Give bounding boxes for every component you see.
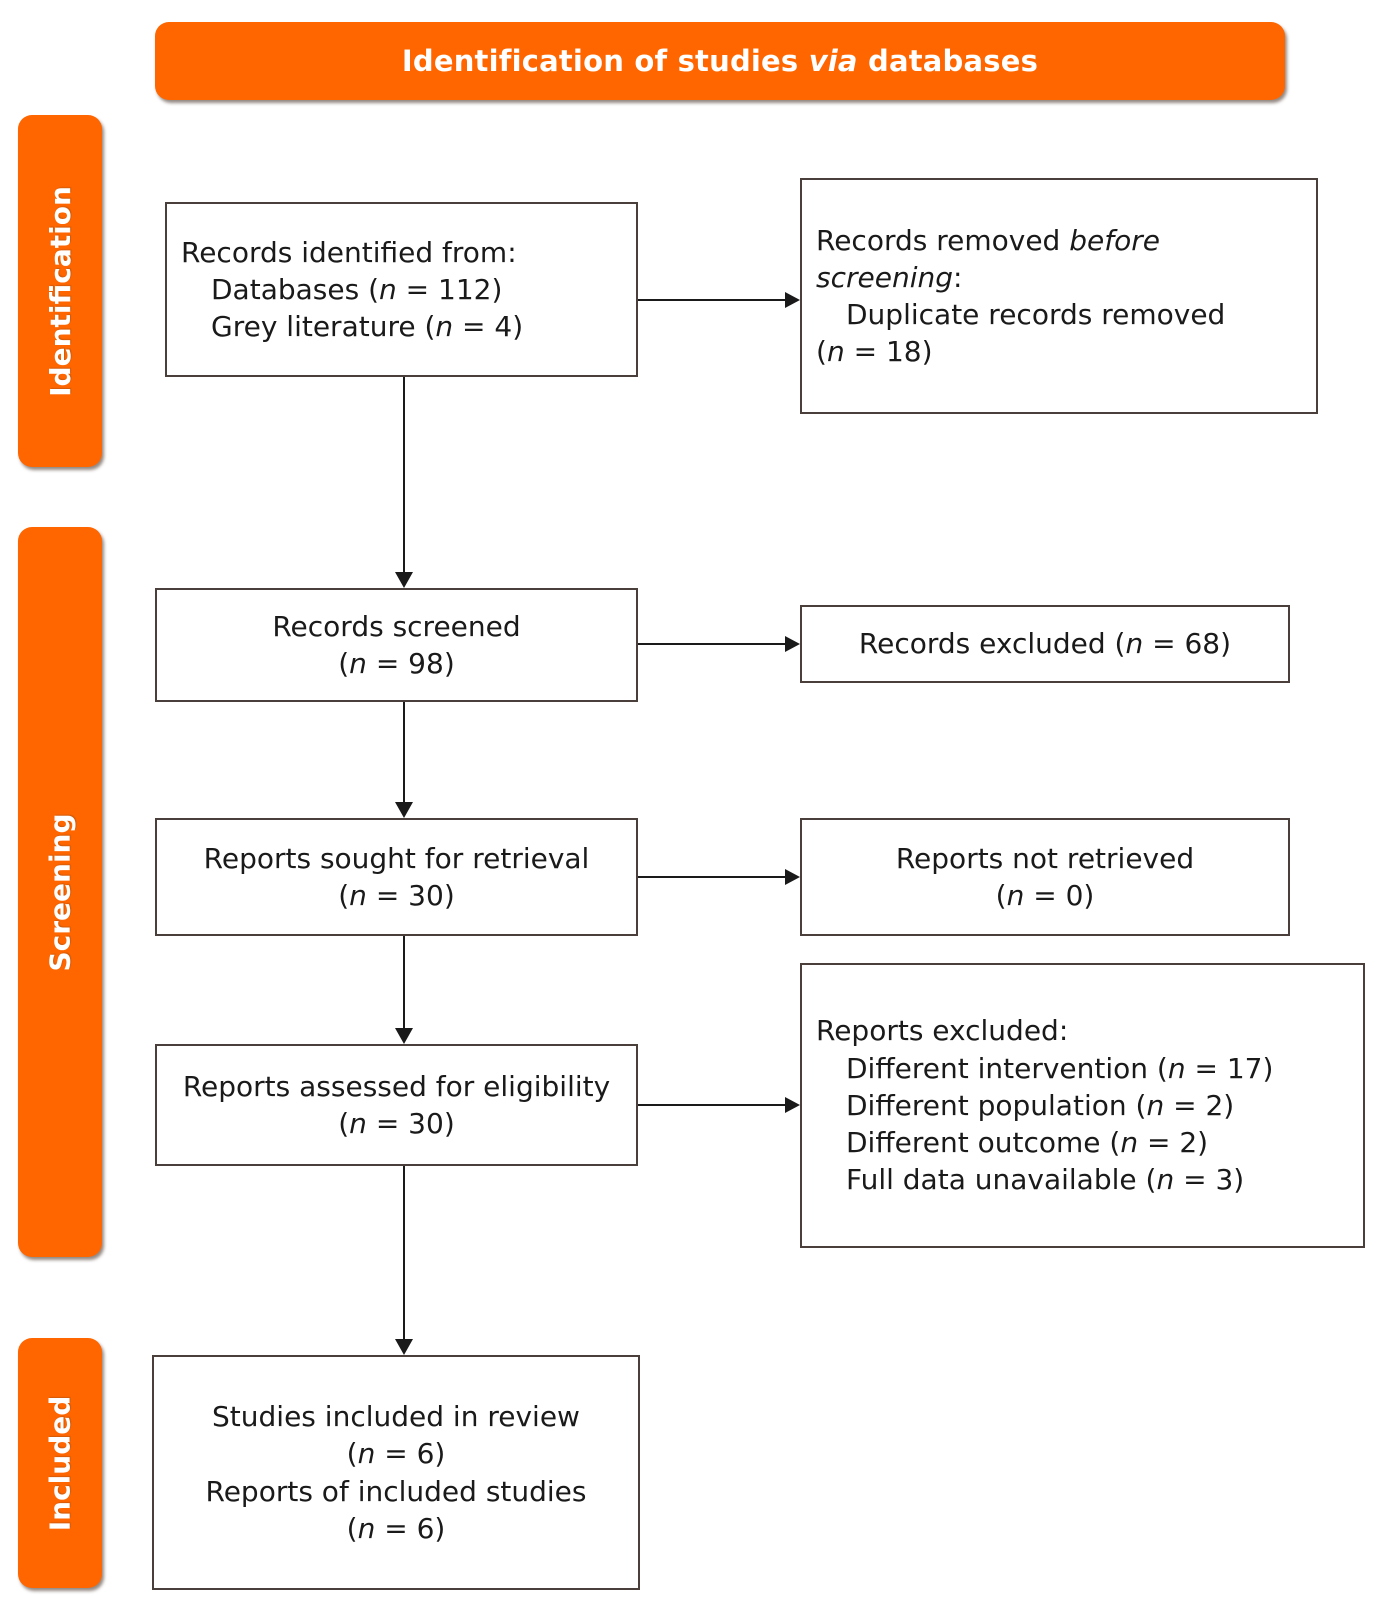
- node-text-line: Records removed before screening:: [816, 223, 1160, 294]
- node-text-line: (n = 18): [816, 335, 933, 369]
- node-reports-not-retrieved: Reports not retrieved (n = 0): [800, 818, 1290, 936]
- connector-screened-to-sought: [403, 702, 405, 802]
- connector-sought-to-assessed: [403, 936, 405, 1028]
- node-records-removed-before-screening: Records removed before screening: Duplica…: [800, 178, 1318, 414]
- node-records-identified: Records identified from:Databases (n = 1…: [165, 202, 638, 377]
- node-text-line: Studies included in review: [212, 1400, 580, 1434]
- node-text-line: (n = 6): [346, 1437, 446, 1471]
- stage-label-identification: Identification: [43, 185, 77, 397]
- arrowhead-screened-to-excluded: [785, 636, 800, 652]
- node-text-line: (n = 30): [338, 1107, 455, 1140]
- diagram-title-text: Identification of studies via databases: [401, 44, 1039, 78]
- node-text-line: Duplicate records removed: [846, 298, 1226, 331]
- arrowhead-identified-to-removed: [785, 292, 800, 308]
- arrowhead-assessed-to-reports-excluded: [785, 1097, 800, 1113]
- stage-label-screening: Screening: [43, 812, 77, 972]
- node-text-line: Different population (n = 2): [846, 1088, 1235, 1122]
- node-text-line: (n = 0): [995, 879, 1095, 912]
- node-text-line: Databases (n = 112): [211, 272, 503, 306]
- node-text-line: Records excluded (n = 68): [858, 627, 1232, 661]
- connector-assessed-to-reports-excluded: [638, 1104, 785, 1106]
- node-records-excluded: Records excluded (n = 68): [800, 605, 1290, 683]
- node-text-line: Grey literature (n = 4): [211, 310, 524, 344]
- node-text-line: Reports sought for retrieval: [203, 841, 590, 875]
- node-text-line: (n = 6): [346, 1511, 446, 1545]
- node-text-line: Records identified from:: [181, 235, 517, 269]
- stage-banner-screening: Screening: [18, 527, 102, 1257]
- arrowhead-screened-to-sought: [395, 802, 413, 818]
- node-text-line: Reports not retrieved: [895, 841, 1195, 875]
- node-reports-excluded: Reports excluded:Different intervention …: [800, 963, 1365, 1248]
- connector-assessed-to-included: [403, 1166, 405, 1339]
- node-records-screened: Records screened (n = 98): [155, 588, 638, 702]
- node-text-line: (n = 98): [338, 647, 455, 680]
- arrowhead-sought-to-assessed: [395, 1028, 413, 1044]
- arrowhead-assessed-to-included: [395, 1339, 413, 1355]
- diagram-title-banner: Identification of studies via databases: [155, 22, 1285, 100]
- connector-identified-to-screened: [403, 377, 405, 572]
- stage-label-included: Included: [43, 1395, 77, 1531]
- node-text-line: Records screened: [272, 609, 521, 643]
- node-text-line: Reports assessed for eligibility: [182, 1069, 611, 1103]
- node-text-line: (n = 30): [338, 879, 455, 912]
- connector-identified-to-removed: [638, 299, 785, 301]
- node-text-line: Full data unavailable (n = 3): [846, 1163, 1245, 1197]
- node-reports-sought-for-retrieval: Reports sought for retrieval (n = 30): [155, 818, 638, 936]
- node-studies-included-in-review: Studies included in review(n = 6)Reports…: [152, 1355, 640, 1590]
- connector-screened-to-excluded: [638, 643, 785, 645]
- node-text-line: Reports of included studies: [205, 1474, 587, 1508]
- stage-banner-included: Included: [18, 1338, 102, 1588]
- node-text-line: Reports excluded:: [816, 1014, 1069, 1048]
- node-text-line: Different intervention (n = 17): [846, 1051, 1274, 1085]
- node-reports-assessed-for-eligibility: Reports assessed for eligibility (n = 30): [155, 1044, 638, 1166]
- arrowhead-sought-to-not-retrieved: [785, 869, 800, 885]
- stage-banner-identification: Identification: [18, 115, 102, 467]
- connector-sought-to-not-retrieved: [638, 876, 785, 878]
- node-text-line: Different outcome (n = 2): [846, 1126, 1209, 1160]
- arrowhead-identified-to-screened: [395, 572, 413, 588]
